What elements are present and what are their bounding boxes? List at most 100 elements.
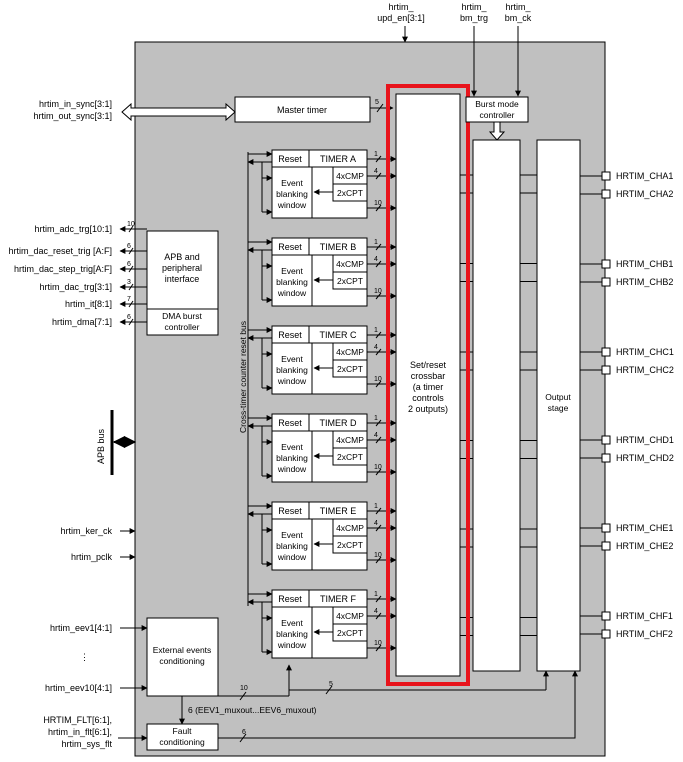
fault-bus-width: 6: [242, 729, 246, 736]
fault-in-2: hrtim_in_flt[6:1],: [48, 727, 112, 737]
bus-width: 4: [374, 432, 378, 439]
timer-name: TIMER D: [320, 418, 357, 428]
timer-name: TIMER F: [320, 594, 356, 604]
output-pin: [601, 611, 611, 621]
bus-width: 10: [374, 552, 382, 559]
apb-signal-width: 10: [127, 221, 135, 228]
upd-en-label: hrtim_upd_en[3:1]: [377, 2, 425, 23]
crossbar-block: [395, 93, 461, 677]
apb-signal-label: hrtim_dma[7:1]: [52, 317, 112, 327]
apb-signal-slash: [128, 318, 134, 326]
master-bus-width: 5: [375, 99, 379, 106]
bus-width: 4: [374, 168, 378, 175]
sync-out-label: hrtim_out_sync[3:1]: [33, 111, 112, 121]
bus-width: 1: [374, 151, 378, 158]
output-label: HRTIM_CHE1: [616, 523, 673, 533]
cpt-label: 2xCPT: [337, 364, 363, 374]
apb-signal-label: hrtim_dac_trg[3:1]: [39, 282, 112, 292]
eev-bus-width: 10: [240, 685, 248, 692]
timer-name: TIMER C: [320, 330, 357, 340]
reset-label: Reset: [278, 506, 302, 516]
apb-signal-width: 6: [127, 261, 131, 268]
cmp-label: 4xCMP: [336, 347, 364, 357]
timer-name: TIMER A: [320, 154, 356, 164]
output-pin: [601, 629, 611, 639]
output-pin: [601, 523, 611, 533]
reset-label: Reset: [278, 418, 302, 428]
apb-signal-width: 6: [127, 314, 131, 321]
fault-in-1: HRTIM_FLT[6:1],: [43, 715, 112, 725]
reset-label: Reset: [278, 154, 302, 164]
timer-name: TIMER B: [320, 242, 357, 252]
bus-width: 1: [374, 415, 378, 422]
master-timer-block: [234, 96, 371, 123]
output-pin: [601, 277, 611, 287]
timer-name: TIMER E: [320, 506, 357, 516]
apb-signal-label: hrtim_dac_reset_trig [A:F]: [8, 246, 112, 256]
bus-width: 4: [374, 608, 378, 615]
bus-width: 1: [374, 503, 378, 510]
bus-width: 10: [374, 640, 382, 647]
bus-width: 10: [374, 464, 382, 471]
output-pin: [601, 435, 611, 445]
eev1-label: hrtim_eev1[4:1]: [50, 623, 112, 633]
eev10-label: hrtim_eev10[4:1]: [45, 683, 112, 693]
cpt-label: 2xCPT: [337, 188, 363, 198]
apb-signal-slash: [128, 283, 134, 291]
sync-io: hrtim_in_sync[3:1] hrtim_out_sync[3:1]: [33, 99, 236, 122]
reset-label: Reset: [278, 330, 302, 340]
apb-signal-slash: [128, 247, 134, 255]
apb-bus: APB bus: [96, 410, 137, 475]
output-label: HRTIM_CHF1: [616, 611, 673, 621]
bm-trg-label: hrtim_bm_trg: [460, 2, 488, 23]
output-pin: [601, 189, 611, 199]
bm-ck-label: hrtim_bm_ck: [505, 2, 532, 23]
bus-width: 10: [374, 200, 382, 207]
apb-signal-label: hrtim_it[8:1]: [65, 299, 112, 309]
apb-bus-label: APB bus: [96, 428, 106, 464]
apb-signal-label: hrtim_dac_step_trig[A:F]: [14, 264, 112, 274]
top-input-bm-ck: hrtim_bm_ck: [505, 2, 532, 97]
output-label: HRTIM_CHA1: [616, 171, 673, 181]
cpt-label: 2xCPT: [337, 276, 363, 286]
output-pin: [601, 171, 611, 181]
apb-signal-slash: [128, 225, 134, 233]
output-stage-block: [536, 139, 581, 672]
reset-label: Reset: [278, 242, 302, 252]
cmp-label: 4xCMP: [336, 171, 364, 181]
master-timer-label: Master timer: [277, 105, 327, 115]
apb-signal-width: 7: [127, 296, 131, 303]
burst-mode-block: [465, 96, 529, 123]
cmp-label: 4xCMP: [336, 259, 364, 269]
apb-signal-width: 6: [127, 243, 131, 250]
output-label: HRTIM_CHD1: [616, 435, 674, 445]
eev-bus2-width: 5: [329, 681, 333, 688]
pclk-label: hrtim_pclk: [71, 552, 113, 562]
top-input-upd-en: hrtim_upd_en[3:1]: [377, 2, 425, 43]
bus-width: 4: [374, 520, 378, 527]
fault-in-3: hrtim_sys_flt: [61, 739, 112, 749]
eev-ellipsis: ⋮: [80, 652, 89, 662]
cmp-label: 4xCMP: [336, 611, 364, 621]
cmp-label: 4xCMP: [336, 523, 364, 533]
output-label: HRTIM_CHA2: [616, 189, 673, 199]
output-label: HRTIM_CHC2: [616, 365, 674, 375]
output-label: HRTIM_CHB2: [616, 277, 673, 287]
eev-mux-label: 6 (EEV1_muxout...EEV6_muxout): [188, 705, 317, 715]
ker-ck-label: hrtim_ker_ck: [60, 526, 112, 536]
apb-interface-block: [146, 230, 219, 336]
bus-width: 1: [374, 327, 378, 334]
run-idle-column: [472, 139, 521, 672]
output-pin: [601, 453, 611, 463]
